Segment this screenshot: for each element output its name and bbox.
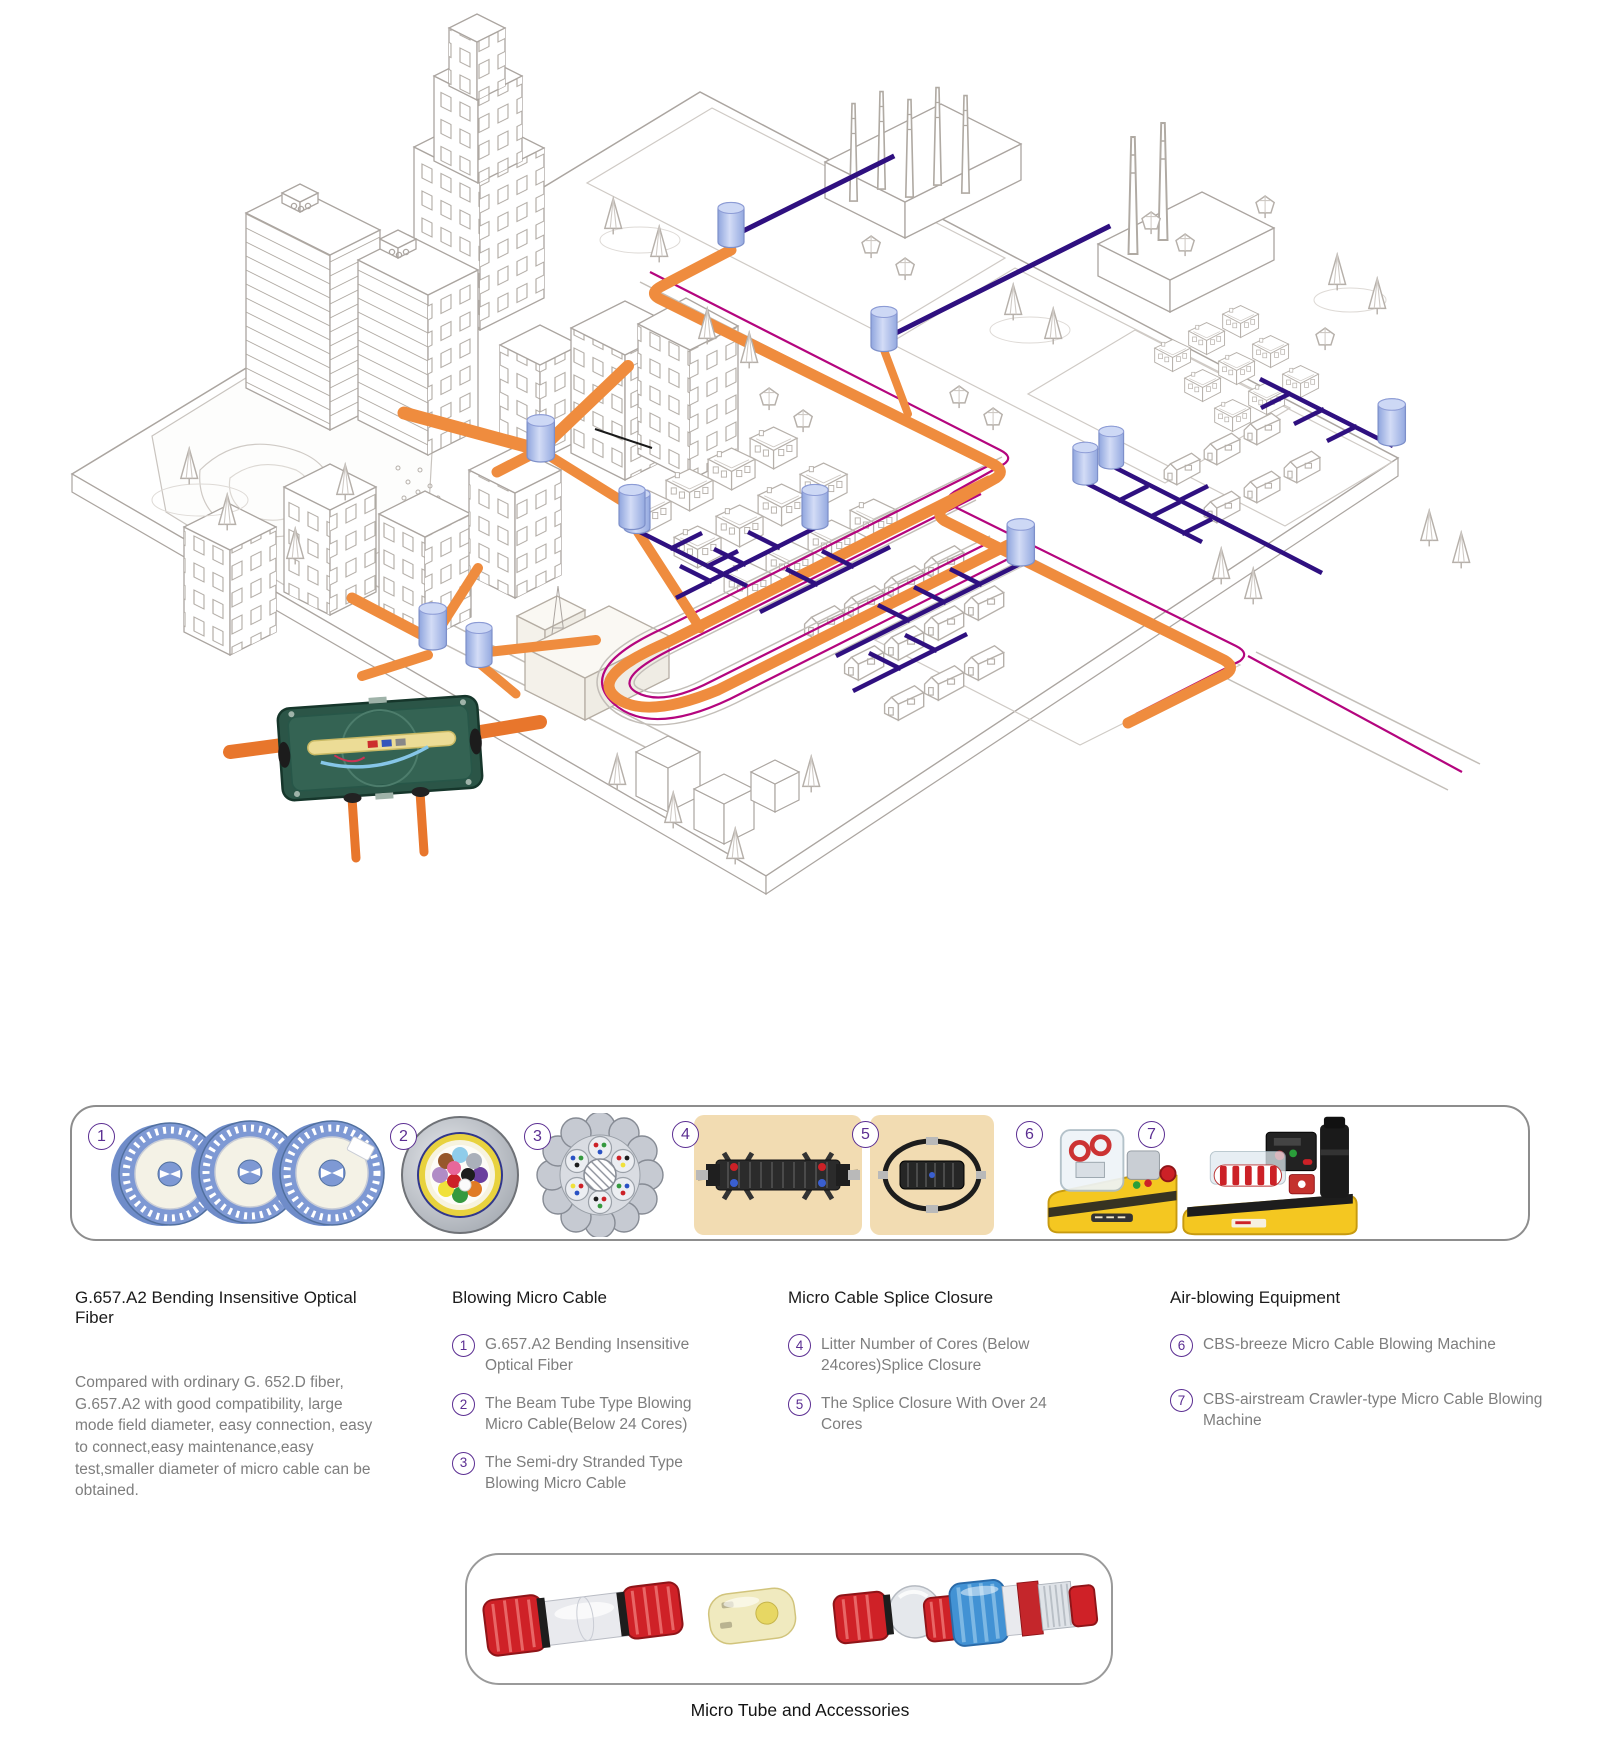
numbered-item: 2 The Beam Tube Type Blowing Micro Cable… <box>452 1392 724 1436</box>
section-optical-fiber: G.657.A2 Bending Insensitive Optical Fib… <box>75 1288 385 1502</box>
section-title: Micro Cable Splice Closure <box>788 1288 994 1307</box>
yellow-end-plug <box>707 1587 797 1645</box>
item-number-badge: 6 <box>1016 1121 1043 1148</box>
item-number-badge: 3 <box>452 1451 475 1475</box>
item-number-badge: 5 <box>788 1392 811 1416</box>
item-number-badge: 7 <box>1138 1121 1165 1148</box>
item-text: The Splice Closure With Over 24 Cores <box>821 1394 1047 1434</box>
item-number-badge: 7 <box>1170 1389 1193 1412</box>
section-air-blowing-equipment: Air-blowing Equipment 6 CBS-breeze Micro… <box>1170 1288 1550 1464</box>
item-number-badge: 1 <box>88 1123 115 1150</box>
item-number-badge: 6 <box>1170 1334 1193 1357</box>
stranded-cable-cross-section-image <box>530 1113 672 1237</box>
item-text: The Beam Tube Type Blowing Micro Cable(B… <box>485 1394 692 1434</box>
straight-tube-connector <box>482 1581 684 1657</box>
trees-and-bushes <box>151 195 1471 866</box>
item-number-badge: 3 <box>524 1123 551 1150</box>
fiber-spool-icon <box>111 1122 222 1226</box>
item-text: CBS-breeze Micro Cable Blowing Machine <box>1203 1336 1496 1353</box>
numbered-item: 5 The Splice Closure With Over 24 Cores <box>788 1392 1060 1436</box>
patch-line <box>594 428 653 449</box>
section-body: Compared with ordinary G. 652.D fiber, G… <box>75 1374 373 1500</box>
indigo-distribution-lines <box>628 153 1395 694</box>
product-strip: 1 2 3 4 5 6 7 <box>70 1105 1530 1241</box>
section-title: Air-blowing Equipment <box>1170 1288 1341 1307</box>
section-splice-closure: Micro Cable Splice Closure 4 Litter Numb… <box>788 1288 1060 1452</box>
fiber-spool-icon <box>191 1120 302 1224</box>
city-network-diagram <box>70 13 1481 896</box>
numbered-item: 4 Litter Number of Cores (Below 24cores)… <box>788 1334 1060 1377</box>
splice-closure-inset <box>223 694 547 863</box>
item-number-badge: 5 <box>852 1121 879 1148</box>
item-number-badge: 1 <box>452 1334 475 1357</box>
section-blowing-micro-cable: Blowing Micro Cable 1 G.657.A2 Bending I… <box>452 1288 724 1510</box>
item-text: Litter Number of Cores (Below 24cores)Sp… <box>821 1336 1030 1375</box>
item-text: CBS-airstream Crawler-type Micro Cable B… <box>1203 1391 1543 1430</box>
numbered-item: 7 CBS-airstream Crawler-type Micro Cable… <box>1170 1389 1550 1432</box>
splice-closure-small-photo <box>694 1115 862 1235</box>
skyscraper-cluster <box>244 13 740 482</box>
item-text: G.657.A2 Bending Insensitive Optical Fib… <box>485 1336 690 1375</box>
numbered-item: 3 The Semi-dry Stranded Type Blowing Mic… <box>452 1451 724 1495</box>
item-number-badge: 2 <box>390 1123 417 1150</box>
beam-tube-cable-cross-section-image <box>394 1113 526 1237</box>
section-title: G.657.A2 Bending Insensitive Optical Fib… <box>75 1288 357 1327</box>
optical-fiber-spools-image <box>102 1111 402 1237</box>
power-plant-east <box>1096 122 1276 314</box>
item-text: The Semi-dry Stranded Type Blowing Micro… <box>485 1453 683 1492</box>
numbered-item: 1 G.657.A2 Bending Insensitive Optical F… <box>452 1334 724 1377</box>
micro-tube-accessories-box <box>465 1553 1113 1685</box>
splice-closure-large-photo <box>870 1115 994 1235</box>
section-title: Blowing Micro Cable <box>452 1288 607 1307</box>
numbered-item: 6 CBS-breeze Micro Cable Blowing Machine <box>1170 1334 1550 1357</box>
fiber-spool-icon <box>272 1120 385 1226</box>
cbs-airstream-machine-image <box>1170 1111 1370 1241</box>
item-number-badge: 4 <box>788 1334 811 1357</box>
south-small-buildings <box>634 735 801 845</box>
accessories-caption: Micro Tube and Accessories <box>690 1700 910 1720</box>
item-number-badge: 4 <box>672 1121 699 1148</box>
blue-nut-connector <box>922 1579 1099 1647</box>
item-number-badge: 2 <box>452 1392 475 1416</box>
cbs-breeze-machine-image <box>1030 1113 1195 1241</box>
